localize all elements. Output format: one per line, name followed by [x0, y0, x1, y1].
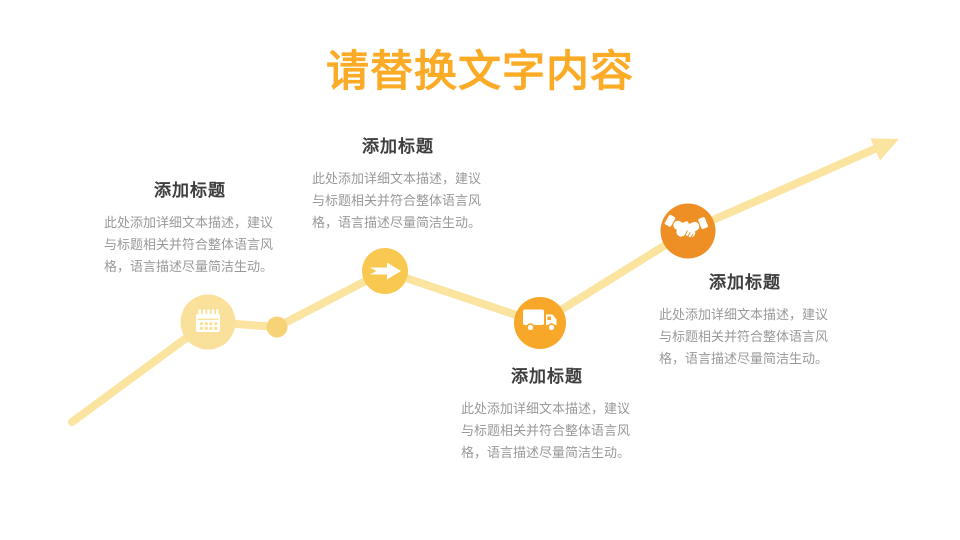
item-title: 添加标题 [362, 137, 434, 156]
item-title: 添加标题 [511, 367, 583, 386]
text-block-2: 添加标题 此处添加详细文本描述，建议与标题相关并符合整体语言风格，语言描述尽量简… [312, 137, 484, 234]
timeline-node-calendar [180, 294, 236, 350]
truck-icon [523, 309, 557, 332]
item-body: 此处添加详细文本描述，建议与标题相关并符合整体语言风格，语言描述尽量简洁生动。 [659, 307, 829, 366]
handshake-icon [664, 214, 709, 240]
text-block-1: 添加标题 此处添加详细文本描述，建议与标题相关并符合整体语言风格，语言描述尽量简… [104, 181, 276, 278]
item-title: 添加标题 [154, 181, 226, 200]
text-block-3: 添加标题 此处添加详细文本描述，建议与标题相关并符合整体语言风格，语言描述尽量简… [461, 367, 633, 464]
timeline-node-dot [266, 316, 288, 338]
page-title: 请替换文字内容 [326, 47, 634, 96]
timeline-node-arrow [362, 248, 408, 294]
growth-arrowhead-icon [870, 138, 899, 161]
item-body: 此处添加详细文本描述，建议与标题相关并符合整体语言风格，语言描述尽量简洁生动。 [461, 401, 631, 460]
item-title: 添加标题 [709, 273, 781, 292]
text-block-4: 添加标题 此处添加详细文本描述，建议与标题相关并符合整体语言风格，语言描述尽量简… [659, 273, 831, 370]
timeline-node-truck [514, 297, 566, 349]
calendar-icon [196, 309, 220, 332]
item-body: 此处添加详细文本描述，建议与标题相关并符合整体语言风格，语言描述尽量简洁生动。 [312, 171, 482, 230]
item-body: 此处添加详细文本描述，建议与标题相关并符合整体语言风格，语言描述尽量简洁生动。 [104, 215, 274, 274]
timeline-node-handshake [660, 203, 716, 259]
right-arrow-icon [370, 262, 401, 280]
